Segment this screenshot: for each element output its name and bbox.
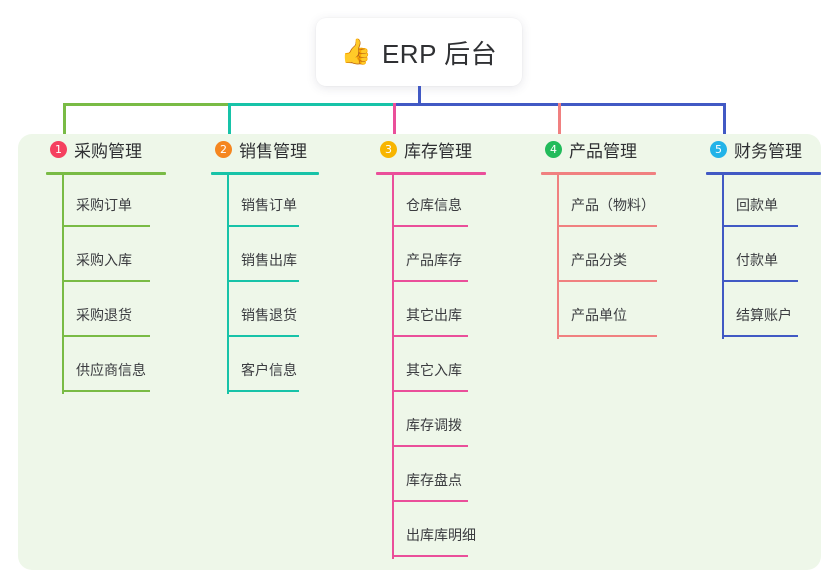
column-badge-3: 3 [380,140,397,158]
list-item-rule [227,225,299,227]
column-spine-1 [62,174,64,394]
list-item-label: 采购退货 [76,307,132,323]
list-item-rule [557,225,657,227]
column-title-label-4: 产品管理 [569,141,637,161]
column-underline-5 [706,172,821,175]
list-item-rule [227,280,299,282]
column-spine-5 [722,174,724,339]
list-item-rule [722,225,798,227]
column-header-2[interactable]: 2 销售管理 [205,134,355,164]
column-badge-4: 4 [545,140,562,158]
column-header-3[interactable]: 3 库存管理 [370,134,520,164]
column-4: 4 产品管理产品（物料） 产品分类产品单位 [535,134,685,339]
list-item-label: 库存盘点 [406,472,462,488]
list-item-label: 客户信息 [241,362,297,378]
list-item-rule [227,335,299,337]
list-item-rule [722,280,798,282]
column-spine-4 [557,174,559,339]
list-item-label: 销售订单 [241,197,297,213]
list-item-rule [62,390,150,392]
column-badge-1: 1 [50,140,67,158]
column-title-label-5: 财务管理 [734,141,802,161]
root-title-card[interactable]: 👍 ERP 后台 [316,18,522,86]
list-item-rule [62,225,150,227]
column-1: 1 采购管理采购订单采购入库采购退货供应商信息 [40,134,190,394]
column-2: 2 销售管理销售订单销售出库销售退货客户信息 [205,134,355,394]
list-item-label: 产品库存 [406,252,462,268]
list-item-label: 其它入库 [406,362,462,378]
branch-panel: 1 采购管理采购订单采购入库采购退货供应商信息 2 销售管理销售订单销售出库销售退货客… [18,134,821,570]
column-3: 3 库存管理仓库信息产品库存其它出库其它入库库存调拨库存盘点出库库明细 [370,134,520,559]
list-item-rule [557,335,657,337]
column-title-label-1: 采购管理 [74,141,142,161]
root-title-label: ERP 后台 [381,38,498,69]
list-item-label: 产品分类 [571,252,627,268]
branch-drop-3 [393,103,396,148]
list-item-rule [722,335,798,337]
column-underline-1 [46,172,166,175]
column-underline-2 [211,172,319,175]
list-item-label: 采购订单 [76,197,132,213]
column-header-4[interactable]: 4 产品管理 [535,134,685,164]
column-badge-5: 5 [710,140,727,158]
list-item-label: 销售退货 [241,307,297,323]
list-item-rule [392,280,468,282]
connector-bar-segment-2 [228,103,395,106]
list-item-label: 付款单 [736,252,778,268]
list-item-rule [227,390,299,392]
list-item-rule [557,280,657,282]
branch-drop-1 [63,103,66,148]
column-badge-2: 2 [215,140,232,158]
column-spine-2 [227,174,229,394]
list-item-label: 出库库明细 [406,527,476,543]
list-item-label: 其它出库 [406,307,462,323]
thumbs-up-icon: 👍 [340,37,372,66]
list-item-rule [392,555,468,557]
branch-drop-4 [558,103,561,148]
column-header-1[interactable]: 1 采购管理 [40,134,190,164]
list-item-label: 库存调拨 [406,417,462,433]
column-spine-3 [392,174,394,559]
column-5: 5 财务管理回款单付款单结算账户 [700,134,839,339]
list-item-rule [62,280,150,282]
list-item-label: 回款单 [736,197,778,213]
list-item-rule [62,335,150,337]
branch-drop-5 [723,103,726,148]
connector-bar-segment-1 [63,103,230,106]
list-item-label: 仓库信息 [406,197,462,213]
column-underline-3 [376,172,486,175]
list-item-rule [392,335,468,337]
column-header-5[interactable]: 5 财务管理 [700,134,839,164]
list-item-rule [392,500,468,502]
column-title-label-2: 销售管理 [239,141,307,161]
list-item-label: 供应商信息 [76,362,146,378]
branch-drop-2 [228,103,231,148]
list-item-rule [392,390,468,392]
column-underline-4 [541,172,656,175]
list-item-rule [392,445,468,447]
list-item-label: 销售出库 [241,252,297,268]
trunk-connector [418,86,421,106]
list-item-rule [392,225,468,227]
column-title-label-3: 库存管理 [404,141,472,161]
list-item-label: 产品（物料） [571,197,655,213]
list-item-label: 采购入库 [76,252,132,268]
list-item-label: 产品单位 [571,307,627,323]
list-item-label: 结算账户 [736,307,792,323]
